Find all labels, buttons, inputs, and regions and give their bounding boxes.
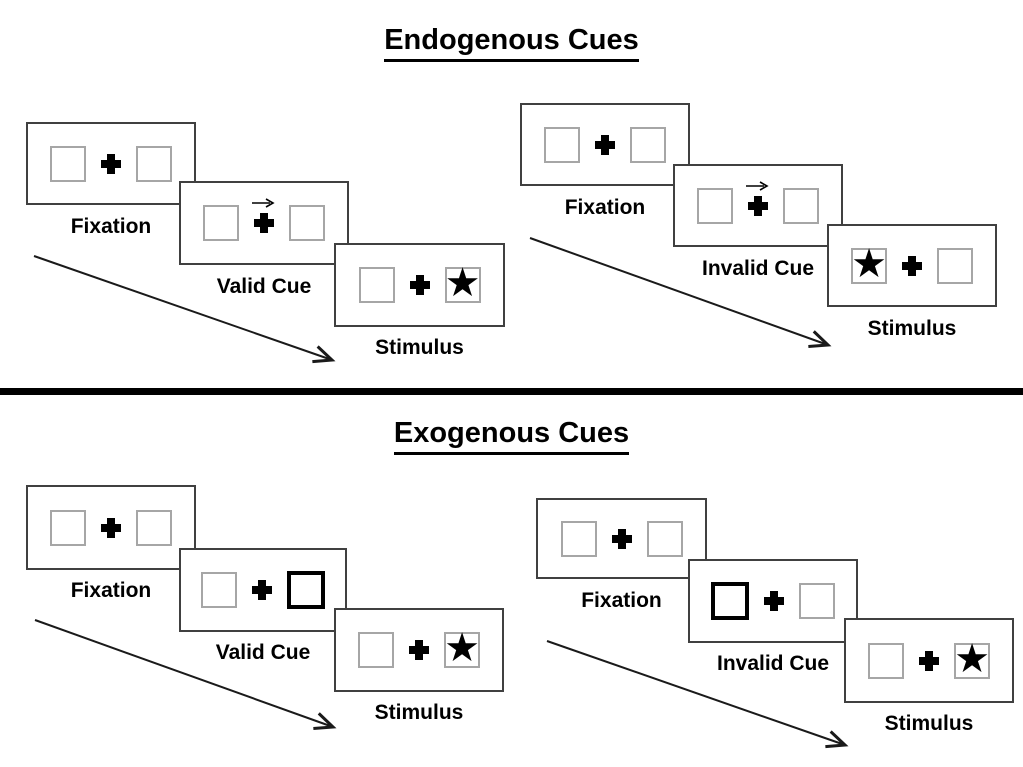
frame-label: Stimulus — [884, 712, 974, 735]
left-highlighted-box — [711, 582, 749, 620]
exogenous-invalid-stimulus-panel: ★ — [844, 618, 1014, 703]
star-icon: ★ — [444, 626, 480, 670]
left-placeholder-box — [50, 145, 86, 182]
frame-label: Fixation — [70, 215, 152, 238]
endogenous-valid-cue-panel — [179, 181, 349, 265]
frame-label: Fixation — [564, 196, 646, 219]
left-placeholder-box — [868, 642, 904, 679]
frame-label: Fixation — [70, 579, 152, 602]
right-placeholder-box — [937, 247, 973, 284]
section-divider — [0, 388, 1023, 395]
section-title-endogenous-text: Endogenous Cues — [384, 24, 639, 62]
right-placeholder-box — [646, 520, 683, 557]
fixation-cross-icon — [746, 180, 769, 216]
right-placeholder-box — [783, 187, 819, 224]
left-placeholder-box — [544, 126, 580, 163]
right-target-box: ★ — [954, 639, 990, 679]
right-target-box: ★ — [444, 628, 480, 668]
star-icon: ★ — [954, 636, 990, 681]
endogenous-valid-fixation-panel — [26, 122, 196, 205]
right-placeholder-box — [630, 126, 666, 163]
fixation-cross-icon — [252, 198, 275, 233]
left-placeholder-box — [201, 572, 237, 608]
frame-label: Valid Cue — [215, 641, 311, 664]
frame-label: Valid Cue — [216, 275, 312, 298]
sequence-arrow-exogenous-invalid — [546, 640, 849, 749]
endogenous-invalid-stimulus-panel: ★ — [827, 224, 997, 307]
section-title-exogenous-text: Exogenous Cues — [393, 417, 630, 455]
fixation-cross-icon — [252, 580, 272, 600]
fixation-cross-icon — [764, 591, 784, 611]
fixation-cross-icon — [409, 275, 430, 295]
fixation-cross-icon — [902, 255, 922, 276]
fixation-cross-icon — [919, 650, 939, 671]
left-placeholder-box — [203, 205, 239, 241]
endogenous-invalid-cue-panel — [673, 164, 843, 247]
endogenous-valid-stimulus-panel: ★ — [334, 243, 505, 327]
left-placeholder-box — [358, 267, 395, 303]
exogenous-invalid-cue-panel — [688, 559, 858, 643]
frame-label: Invalid Cue — [716, 652, 830, 675]
left-placeholder-box — [560, 520, 597, 557]
sequence-arrow-endogenous-invalid — [529, 237, 832, 348]
right-target-box: ★ — [444, 263, 481, 303]
exogenous-valid-stimulus-panel: ★ — [334, 608, 504, 692]
star-icon: ★ — [851, 241, 887, 286]
frame-label: Stimulus — [867, 317, 957, 340]
sequence-arrow-exogenous-valid — [34, 619, 337, 730]
section-title-exogenous: Exogenous Cues — [0, 417, 1023, 455]
right-placeholder-box — [289, 205, 325, 241]
right-placeholder-box — [136, 145, 172, 182]
endogenous-invalid-fixation-panel — [520, 103, 690, 186]
sequence-arrow-endogenous-valid — [33, 255, 336, 364]
left-placeholder-box — [697, 187, 733, 224]
fixation-cross-icon — [101, 517, 121, 538]
right-placeholder-box — [799, 583, 835, 619]
exogenous-valid-fixation-panel — [26, 485, 196, 570]
section-title-endogenous: Endogenous Cues — [0, 24, 1023, 62]
frame-label: Invalid Cue — [701, 257, 815, 280]
frame-label: Stimulus — [374, 701, 464, 724]
frame-label: Stimulus — [375, 336, 464, 359]
left-placeholder-box — [358, 632, 394, 668]
cue-arrow-right-icon — [252, 198, 275, 208]
left-target-box: ★ — [851, 244, 887, 284]
right-placeholder-box — [136, 509, 172, 546]
exogenous-valid-cue-panel — [179, 548, 347, 632]
exogenous-invalid-fixation-panel — [536, 498, 707, 579]
star-icon: ★ — [444, 261, 481, 305]
fixation-cross-icon — [611, 528, 632, 549]
fixation-cross-icon — [595, 134, 615, 155]
right-highlighted-box — [287, 571, 325, 609]
left-placeholder-box — [50, 509, 86, 546]
fixation-cross-icon — [101, 153, 121, 174]
frame-label: Fixation — [581, 589, 662, 612]
cue-arrow-right-icon — [746, 180, 769, 191]
fixation-cross-icon — [409, 640, 429, 660]
